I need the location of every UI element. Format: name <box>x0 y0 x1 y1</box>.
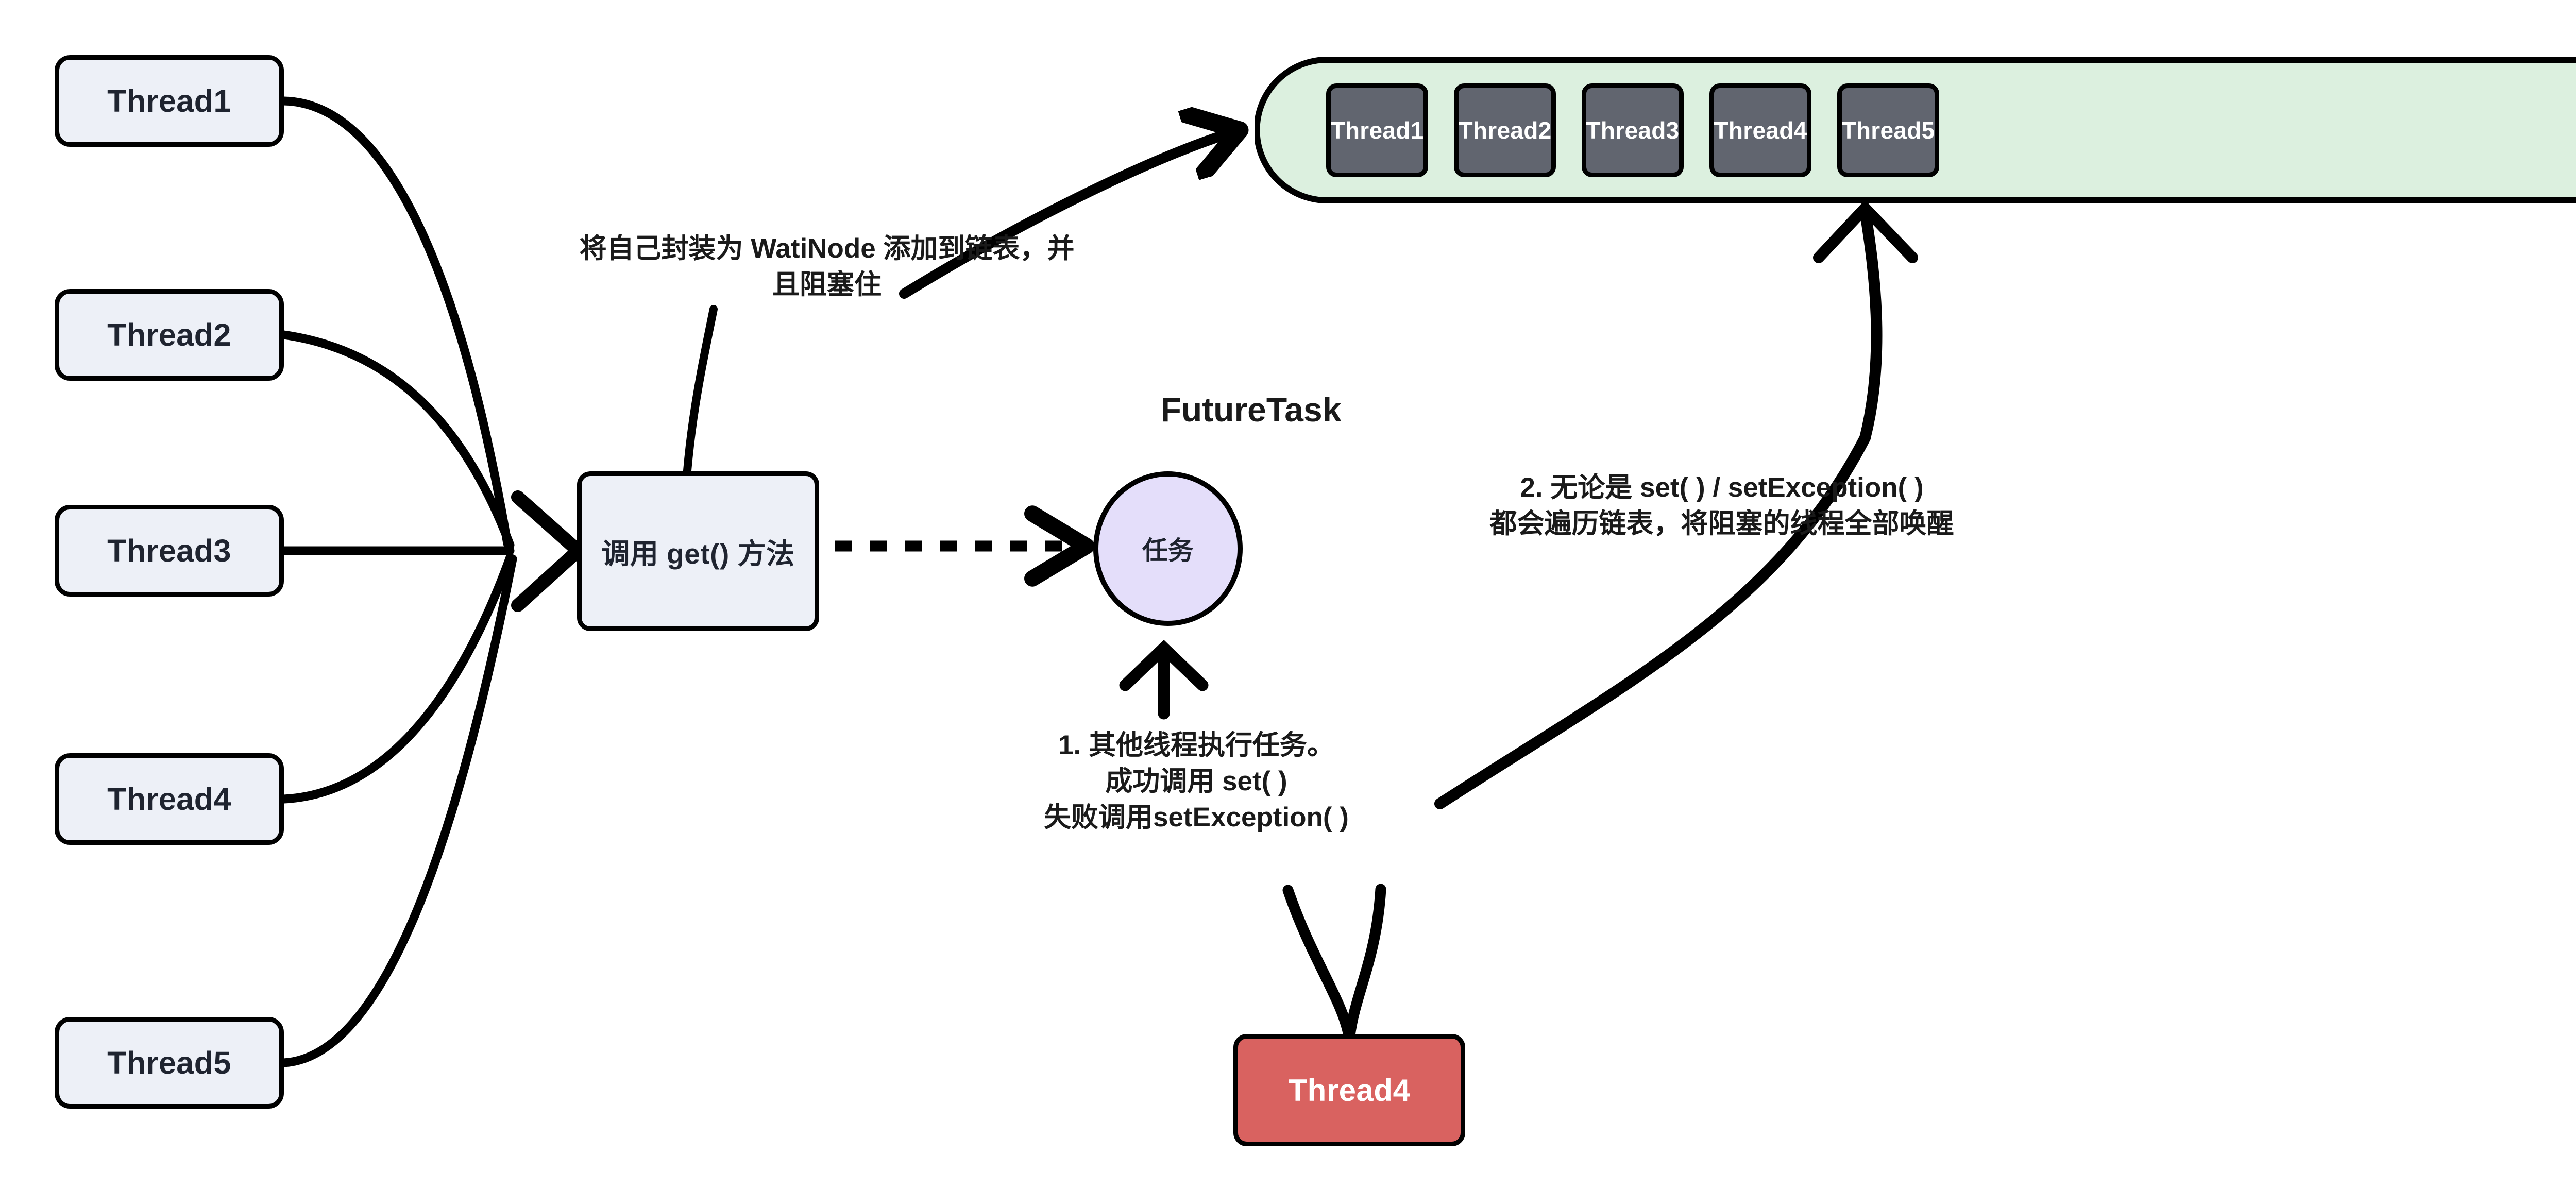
waiter-node-queue[interactable]: Thread1 Thread2 Thread3 Thread4 Thread5 <box>1255 57 2576 203</box>
annotation-wrap-waitnode: 将自己封装为 WatiNode 添加到链表，并 且阻塞住 <box>579 233 1075 300</box>
annotation-step1: 1. 其他线程执行任务。 成功调用 set( ) 失败调用setExceptio… <box>1044 730 1349 833</box>
queue-items-row: Thread1 Thread2 Thread3 Thread4 Thread5 <box>1255 57 2576 203</box>
call-get-method-label: 调用 get() 方法 <box>601 538 795 570</box>
queue-item-1[interactable]: Thread1 <box>1326 83 1428 177</box>
thread-box-2[interactable]: Thread2 <box>55 289 284 381</box>
queue-item-5-label: Thread5 <box>1841 116 1935 144</box>
queue-item-1-label: Thread1 <box>1330 116 1424 144</box>
queue-item-4-label: Thread4 <box>1714 116 1807 144</box>
task-circle-label: 任务 <box>1142 536 1194 565</box>
thread-box-5-label: Thread5 <box>107 1045 231 1080</box>
queue-item-5[interactable]: Thread5 <box>1837 83 1939 177</box>
queue-item-2[interactable]: Thread2 <box>1454 83 1556 177</box>
queue-item-2-label: Thread2 <box>1458 116 1552 144</box>
thread-box-4[interactable]: Thread4 <box>55 753 284 845</box>
queue-item-3-label: Thread3 <box>1586 116 1680 144</box>
task-circle[interactable]: 任务 <box>1093 471 1243 626</box>
connector-step1-to-executor <box>1282 884 1386 1041</box>
call-get-method-box[interactable]: 调用 get() 方法 <box>577 471 819 631</box>
executor-thread-label: Thread4 <box>1288 1073 1411 1108</box>
thread-box-4-label: Thread4 <box>107 782 231 817</box>
thread-box-3[interactable]: Thread3 <box>55 505 284 597</box>
queue-item-4[interactable]: Thread4 <box>1709 83 1811 177</box>
futuretask-title: FutureTask <box>1160 390 1342 429</box>
thread-box-1-label: Thread1 <box>107 83 231 118</box>
connector-thread5-get <box>279 554 517 1067</box>
connector-thread1-get <box>279 96 512 548</box>
connector-thread4-get <box>279 553 515 804</box>
queue-item-3[interactable]: Thread3 <box>1582 83 1684 177</box>
connector-merge-arrowhead <box>511 490 585 612</box>
connector-thread2-get <box>279 330 515 550</box>
thread-box-2-label: Thread2 <box>107 317 231 352</box>
thread-box-3-label: Thread3 <box>107 533 231 568</box>
executor-thread-box[interactable]: Thread4 <box>1233 1034 1465 1146</box>
thread-box-1[interactable]: Thread1 <box>55 55 284 147</box>
thread-box-5[interactable]: Thread5 <box>55 1017 284 1109</box>
connector-step1-to-task <box>1119 640 1209 720</box>
annotation-step2: 2. 无论是 set( ) / setException( ) 都会遍历链表，将… <box>1489 472 1954 539</box>
